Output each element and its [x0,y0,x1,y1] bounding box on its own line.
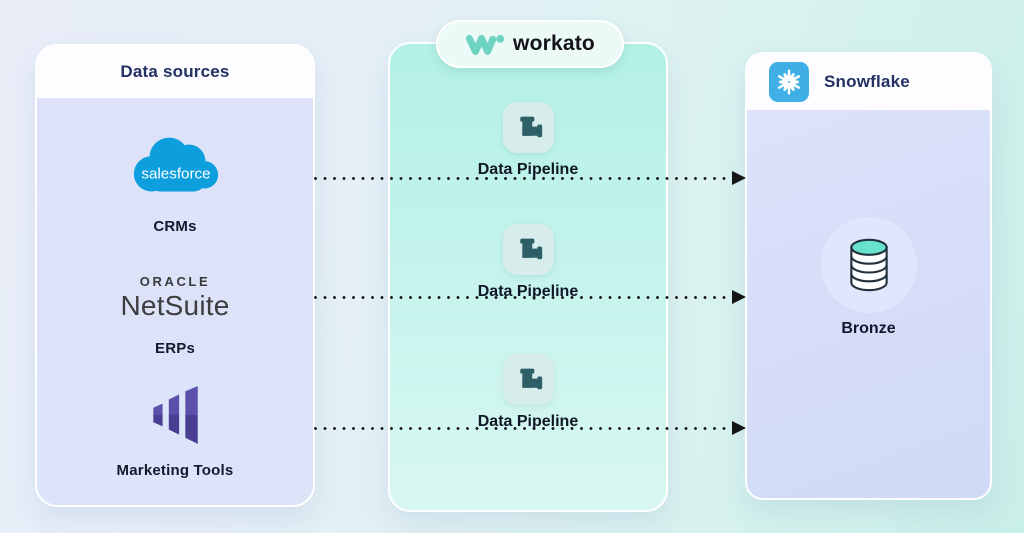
data-sources-body: salesforce CRMs ORACLE NetSuite ERPs [37,98,313,503]
data-pipeline-3: Data Pipeline [390,354,666,431]
snowflake-header: Snowflake [747,54,990,110]
data-sources-header: Data sources [37,46,313,98]
data-pipeline-label: Data Pipeline [477,161,579,178]
netsuite-wordmark: NetSuite [120,290,230,321]
bronze-label: Bronze [841,320,896,337]
data-pipeline-label: Data Pipeline [477,283,579,300]
arrowhead-icon [732,421,746,435]
flow-arrow-marketing-to-snowflake [314,421,746,435]
workato-logo-icon [465,34,505,55]
salesforce-wordmark: salesforce [141,166,210,183]
erps-label: ERPs [155,340,195,357]
pipeline-tile [502,224,554,275]
data-pipeline-label: Data Pipeline [477,413,579,430]
data-pipeline-1: Data Pipeline [390,102,666,179]
pipe-icon [520,116,543,137]
snowflake-icon [778,69,800,95]
dotted-line [314,427,730,430]
pipe-icon [520,368,543,389]
pipe-icon [520,238,543,259]
arrowhead-icon [732,171,746,185]
crms-label: CRMs [153,218,197,235]
salesforce-item: salesforce [37,130,313,202]
snowflake-panel: Snowflake Bronze [745,52,992,500]
pipeline-tile [502,354,554,405]
marketing-tools-label: Marketing Tools [116,462,234,479]
pipeline-tile [502,102,554,153]
data-sources-panel: Data sources salesforce CRMs ORACLE [35,44,315,507]
marketo-item [37,384,313,446]
flow-arrow-erp-to-snowflake [314,290,746,304]
salesforce-logo-icon: salesforce [133,137,219,192]
workato-wordmark: workato [513,32,595,55]
snowflake-logo-tile [769,62,809,102]
dotted-line [314,177,730,180]
database-icon [849,238,888,292]
data-sources-title: Data sources [120,62,230,81]
flow-arrow-crm-to-snowflake [314,171,746,185]
oracle-wordmark: ORACLE [139,274,211,289]
marketo-logo-icon [153,386,198,444]
oracle-netsuite-item: ORACLE NetSuite [37,274,313,322]
arrowhead-icon [732,290,746,304]
bronze-stage [820,217,917,313]
workato-badge: workato [436,20,624,68]
data-pipeline-2: Data Pipeline [390,224,666,301]
workato-panel: Data Pipeline Data Pipeline [388,42,668,512]
dotted-line [314,296,730,299]
snowflake-title: Snowflake [824,72,910,91]
